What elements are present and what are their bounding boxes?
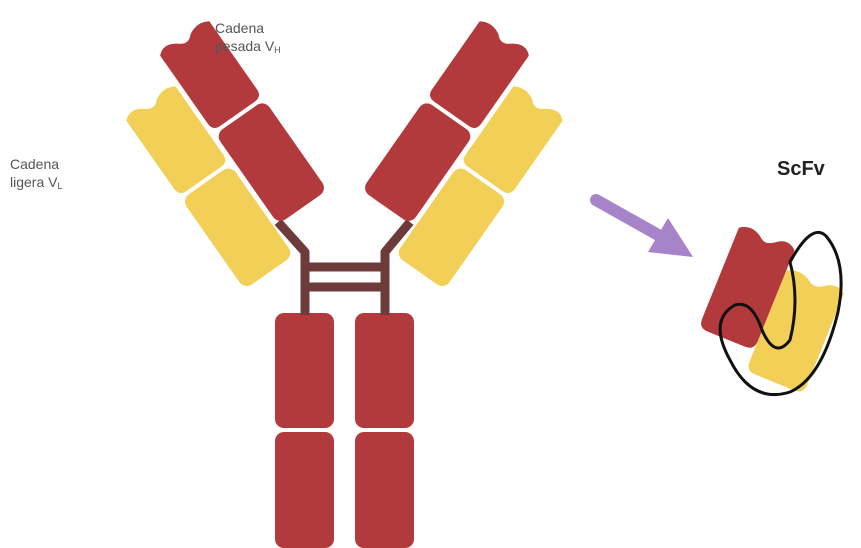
- light-chain-label-line2: ligera V: [10, 174, 57, 190]
- hinge-left: [278, 222, 305, 315]
- heavy-chain-label: Cadena pesada VH: [215, 19, 281, 59]
- scfv-fragment: [698, 224, 845, 395]
- fab-arm-right: [342, 18, 585, 290]
- light-chain-label-subscript: L: [57, 181, 62, 191]
- heavy-chain-label-line1: Cadena: [215, 20, 264, 36]
- fc-region: [275, 313, 414, 548]
- arrow-to-scfv: [596, 200, 693, 257]
- heavy-chain-ch3-right: [355, 432, 414, 548]
- hinge-right: [385, 222, 410, 315]
- light-chain-label-line1: Cadena: [10, 156, 59, 172]
- heavy-chain-ch2-right: [355, 313, 414, 428]
- hinge-region: [278, 222, 410, 315]
- heavy-chain-ch2-left: [275, 313, 334, 428]
- arrow-shaft: [596, 200, 660, 236]
- scfv-label: ScFv: [777, 158, 825, 181]
- heavy-chain-label-subscript: H: [274, 45, 281, 55]
- heavy-chain-ch3-left: [275, 432, 334, 548]
- heavy-chain-label-line2: pesada V: [215, 38, 274, 54]
- light-chain-label: Cadena ligera VL: [10, 155, 62, 195]
